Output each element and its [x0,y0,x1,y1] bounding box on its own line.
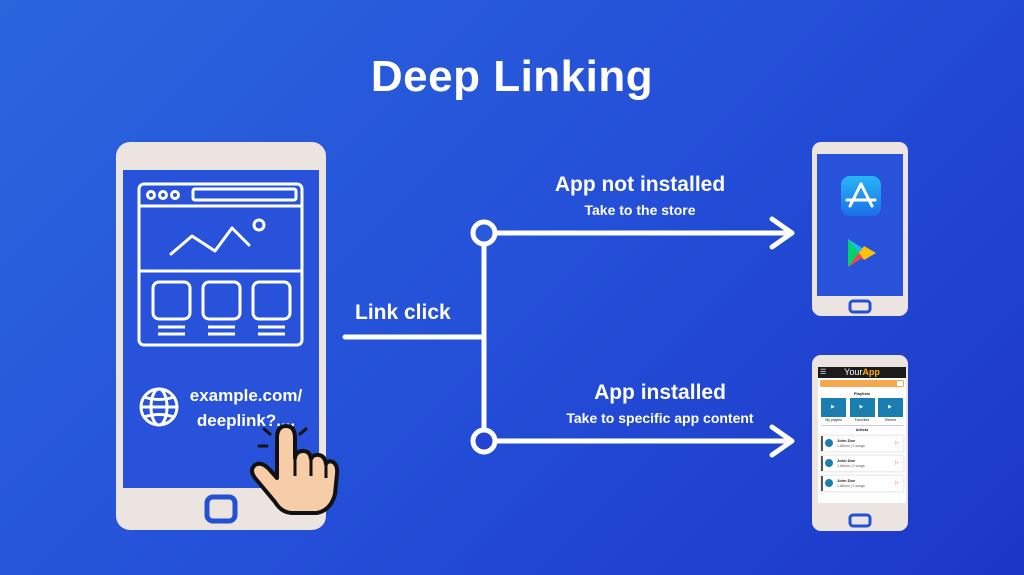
artist-meta: 1 Album | 2 songs [837,444,865,448]
row-accent [821,456,823,471]
artist-name: John Doe [837,458,856,463]
play-icon[interactable]: ▷ [895,480,899,486]
artist-avatar [825,439,833,447]
diagram-title: Deep Linking [370,52,654,101]
search-button[interactable] [897,381,903,386]
arrow-bottom-head [769,424,795,458]
deeplink-url-line2: deeplink?.... [196,411,296,430]
app-screen[interactable]: ☰ YourApp Playlists My playlist Favorite… [818,367,906,503]
artist-avatar [825,479,833,487]
artist-name: John Doe [837,478,856,483]
artist-row[interactable]: John Doe 1 Album | 2 songs ▷ [820,455,904,472]
link-click-label: Link click [355,301,451,324]
arrow-top-head [769,216,795,250]
artists-heading: Artists [855,427,869,432]
store-phone [812,142,908,316]
app-search-bar[interactable] [820,380,904,387]
play-icon [849,398,875,417]
not-installed-subheading: Take to the store [584,202,696,218]
branch-node-bottom [470,427,498,455]
artist-row[interactable]: John Doe 1 Album | 2 songs ▷ [820,435,904,452]
not-installed-labels: App not installed Take to the store [520,173,760,218]
deeplink-url-line1: example.com/ [189,386,303,405]
app-brand-suffix: App [862,367,880,377]
playlist-tiles: My playlist Favorites Recent [818,396,906,422]
row-accent [821,476,823,491]
playlist-tile[interactable]: Favorites [849,398,875,422]
row-accent [821,436,823,451]
playlists-heading: Playlists [853,391,871,396]
globe-icon [139,387,179,427]
google-play-icon [848,239,876,267]
source-phone [116,142,326,530]
playlist-tile-label: Favorites [854,418,870,422]
play-icon [821,398,846,417]
menu-icon[interactable]: ☰ [820,369,827,376]
not-installed-heading: App not installed [554,173,726,196]
artist-name: John Doe [837,438,856,443]
play-icon[interactable]: ▷ [895,440,899,446]
playlist-tile[interactable]: Recent [878,398,903,422]
section-divider [821,425,903,426]
app-brand-prefix: Your [844,367,863,377]
pointing-hand-icon [250,424,340,515]
installed-labels: App installed Take to specific app conte… [520,381,800,426]
artist-meta: 1 Album | 2 songs [837,484,865,488]
playlist-tile-label: My playlist [825,418,842,422]
deeplink-url[interactable]: example.com/ deeplink?.... [186,383,306,433]
play-icon[interactable]: ▷ [895,460,899,466]
installed-subheading: Take to specific app content [566,410,754,426]
app-header: ☰ YourApp [818,367,906,378]
browser-window-icon [137,182,304,347]
playlist-tile-label: Recent [884,418,897,422]
app-store-icon [841,176,881,216]
artist-row[interactable]: John Doe 1 Album | 2 songs ▷ [820,475,904,492]
branch-node-top [470,219,498,247]
play-icon [878,398,903,417]
artist-avatar [825,459,833,467]
playlist-tile[interactable]: My playlist [821,398,846,422]
artist-meta: 1 Album | 2 songs [837,464,865,468]
installed-heading: App installed [594,381,726,404]
